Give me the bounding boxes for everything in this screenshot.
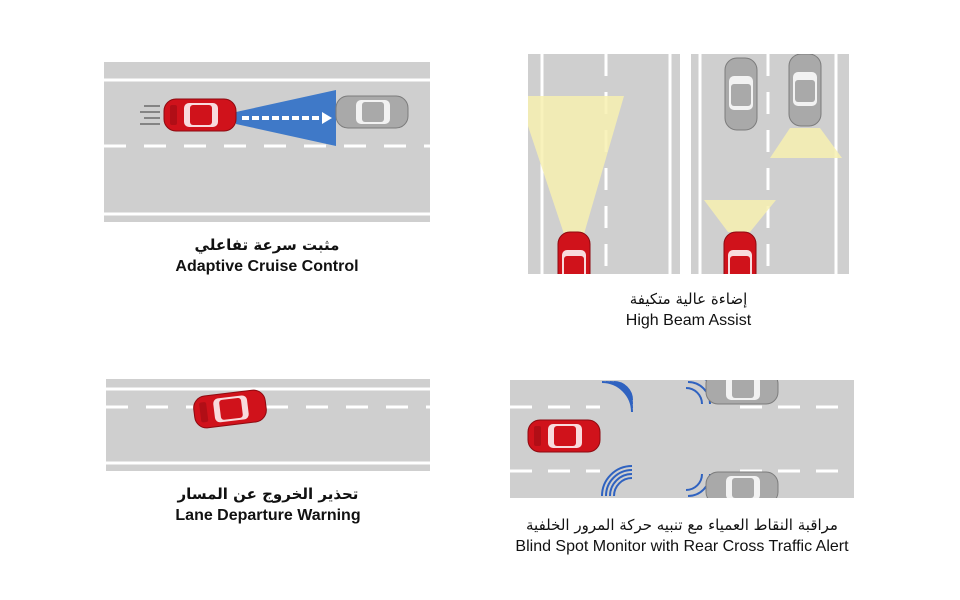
acc-title-ar: مثبت سرعة تفاعلي (194, 236, 340, 254)
road (106, 379, 430, 471)
adjacent-car (705, 380, 779, 405)
host-car-low-beam (723, 231, 757, 274)
bsm-title-ar: مراقبة النقاط العمياء مع تنبيه حركة المر… (526, 516, 838, 534)
ldw-diagram (106, 379, 430, 471)
hba-title-en: High Beam Assist (625, 312, 752, 329)
host-car (163, 98, 237, 132)
oncoming-car (724, 57, 758, 131)
host-car-high-beam (557, 231, 591, 274)
ldw-title-en: Lane Departure Warning (175, 507, 361, 524)
bsm-diagram (510, 380, 854, 498)
oncoming-beam (770, 128, 842, 158)
host-car (527, 419, 601, 453)
lead-car (335, 95, 409, 129)
adjacent-car (705, 471, 779, 498)
oncoming-car (788, 54, 822, 127)
acc-diagram (104, 62, 430, 222)
road-right (691, 54, 849, 274)
sensor-arcs-upper (601, 380, 721, 413)
ldw-caption: تحذير الخروج عن المسار Lane Departure Wa… (106, 483, 430, 527)
follow-arrow-head (322, 112, 332, 124)
bsm-title-en: Blind Spot Monitor with Rear Cross Traff… (515, 538, 849, 555)
sensor-arcs-lower (601, 465, 711, 497)
road (104, 62, 430, 222)
ldw-title-ar: تحذير الخروج عن المسار (177, 485, 359, 503)
high-beam (528, 96, 624, 234)
bsm-caption: مراقبة النقاط العمياء مع تنبيه حركة المر… (480, 514, 884, 558)
low-beam (704, 200, 776, 232)
acc-title-en: Adaptive Cruise Control (175, 258, 359, 275)
hba-caption: إضاءة عالية متكيفة High Beam Assist (528, 288, 849, 332)
hba-diagram (528, 54, 849, 274)
acc-caption: مثبت سرعة تفاعلي Adaptive Cruise Control (104, 234, 430, 278)
hba-title-ar: إضاءة عالية متكيفة (629, 290, 748, 308)
speed-lines (140, 105, 160, 125)
